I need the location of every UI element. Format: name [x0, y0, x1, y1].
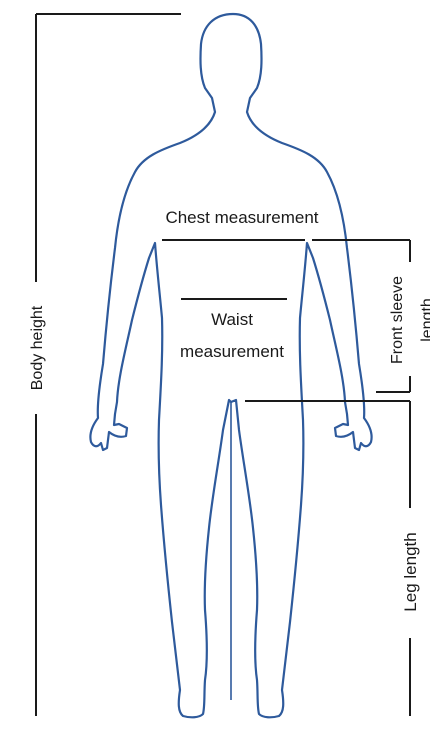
leg-length-label: Leg length — [401, 532, 420, 611]
waist-label-line2: measurement — [180, 342, 284, 361]
body-height-bracket — [36, 14, 181, 716]
sleeve-label-line1: Front sleeve — [389, 276, 406, 364]
body-height-label: Body height — [29, 305, 46, 390]
chest-measurement-label: Chest measurement — [165, 208, 318, 227]
sleeve-label-line2: length — [419, 298, 430, 342]
waist-label-line1: Waist — [211, 310, 253, 329]
leg-length-bracket — [245, 401, 410, 716]
